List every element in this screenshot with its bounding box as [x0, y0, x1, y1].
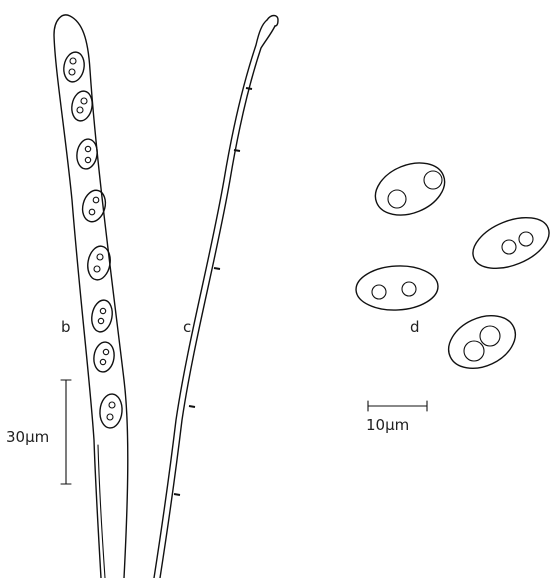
scale-bar-10um-label: 10µm — [366, 416, 409, 434]
septum-5 — [174, 494, 180, 495]
spores-d — [355, 153, 553, 378]
free-spore-3 — [355, 264, 439, 312]
septum-3 — [214, 268, 220, 269]
septum-2 — [234, 150, 240, 151]
ascus-b — [54, 15, 128, 578]
spore-7 — [92, 341, 116, 373]
spore-3 — [75, 138, 99, 170]
free-spore-1 — [368, 153, 453, 224]
ascus-inner-wall — [98, 445, 105, 578]
septum-4 — [189, 406, 195, 407]
scale-bar-30um: 30µm — [6, 380, 71, 484]
ascus-wall — [54, 15, 128, 578]
spore-6 — [89, 299, 114, 334]
free-spore-2 — [466, 208, 553, 279]
paraphysis-c — [154, 16, 278, 578]
free-spore-4 — [440, 305, 524, 378]
label-d: d — [410, 318, 420, 336]
paraphysis-wall-left — [154, 20, 267, 578]
spore-2 — [70, 89, 95, 122]
scale-bar-30um-label: 30µm — [6, 428, 49, 446]
spore-8 — [99, 393, 124, 429]
label-c: c — [183, 318, 191, 336]
paraphysis-tip — [267, 16, 278, 27]
scale-bar-10um: 10µm — [366, 401, 427, 434]
spore-1 — [62, 50, 87, 83]
ascus-spores — [62, 50, 124, 428]
septum-1 — [246, 88, 252, 89]
label-b: b — [61, 318, 71, 336]
